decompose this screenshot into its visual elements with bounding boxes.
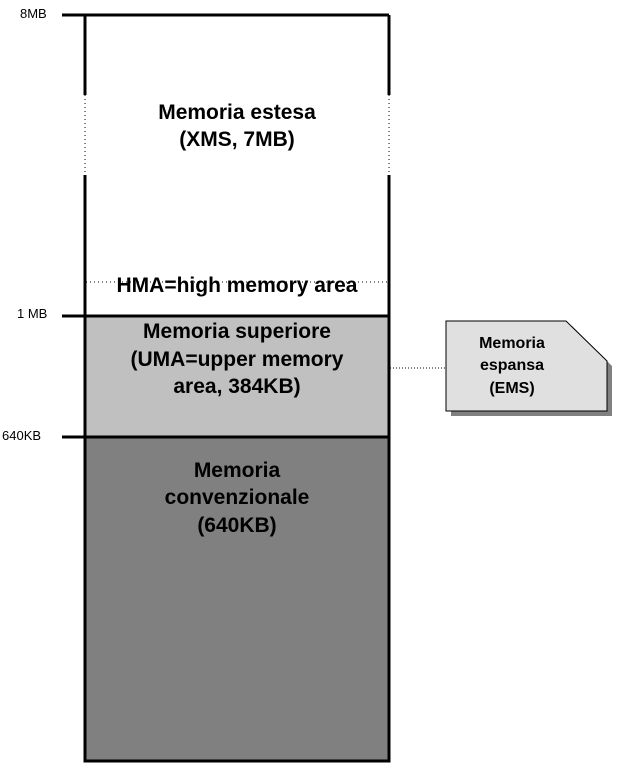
ems-line-3: (EMS) — [489, 380, 534, 397]
conventional-title: Memoria — [194, 459, 281, 482]
ems-line-1: Memoria — [479, 335, 545, 352]
label-1mb: 1 MB — [17, 306, 47, 321]
conventional-subtitle-1: convenzionale — [165, 486, 310, 509]
ems-line-2: espansa — [480, 357, 544, 374]
extended-title: Memoria estesa — [158, 101, 316, 124]
upper-memory-block — [83, 314, 391, 439]
upper-subtitle-1: (UMA=upper memory — [131, 348, 344, 371]
label-640kb: 640KB — [2, 428, 41, 443]
ems-note — [445, 320, 608, 412]
upper-subtitle-2: area, 384KB) — [173, 375, 300, 398]
conventional-subtitle-2: (640KB) — [197, 514, 276, 537]
conventional-memory-block — [83, 435, 391, 763]
hma-label: HMA=high memory area — [117, 274, 358, 297]
upper-title: Memoria superiore — [143, 320, 331, 343]
label-8mb: 8MB — [20, 6, 47, 21]
extended-subtitle: (XMS, 7MB) — [179, 128, 295, 151]
